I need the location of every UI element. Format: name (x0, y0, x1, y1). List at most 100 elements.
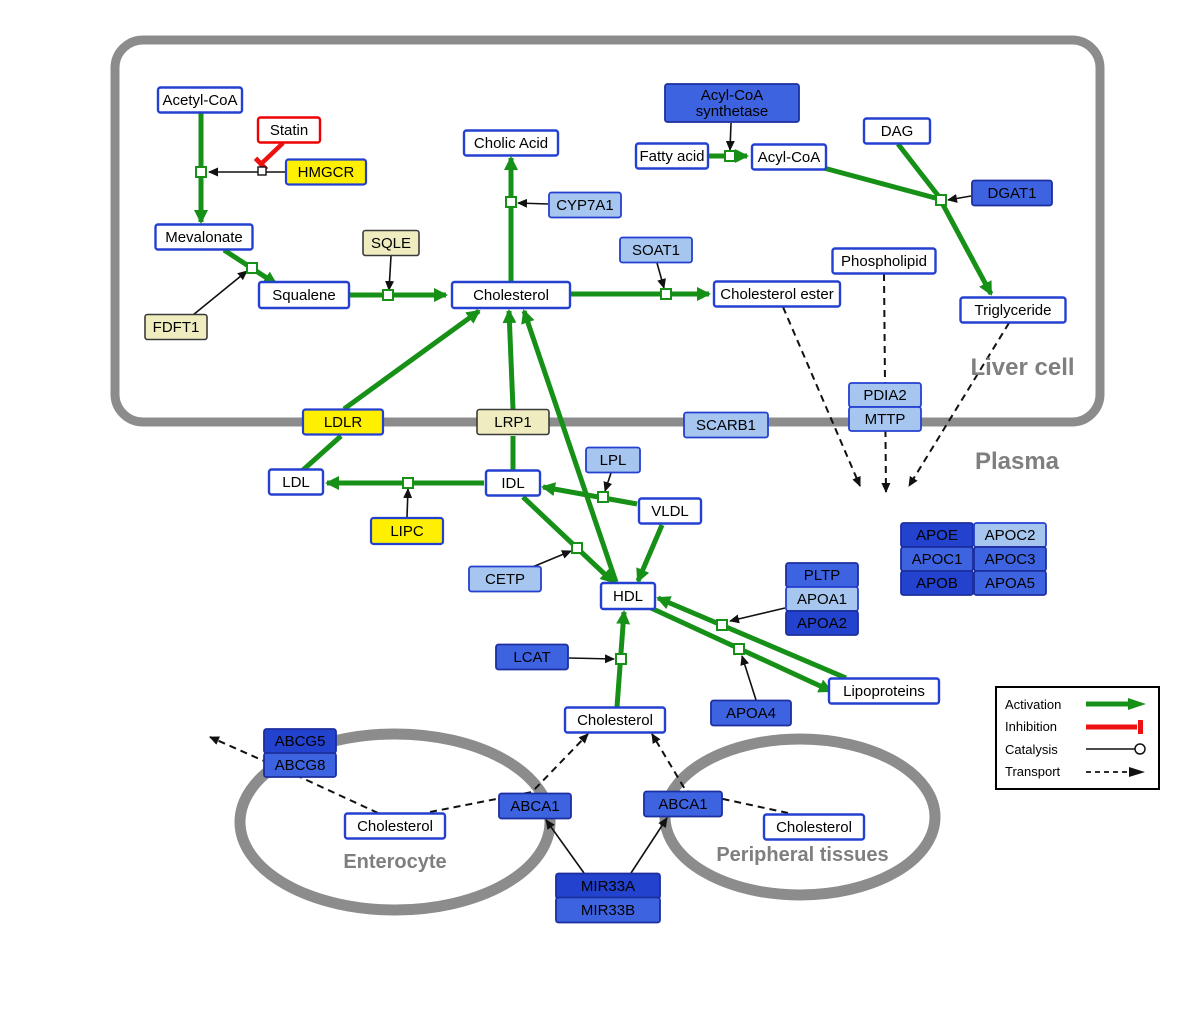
node-cholesterol-plasma[interactable]: Cholesterol (563, 706, 667, 734)
catalysis-edge-9 (529, 550, 572, 569)
node-label: LDLR (324, 414, 363, 431)
node-cholesterol-enterocyte[interactable]: Cholesterol (343, 812, 447, 840)
node-lpl[interactable]: LPL (585, 446, 641, 474)
node-lrp1[interactable]: LRP1 (476, 408, 550, 436)
legend-label-activation: Activation (1005, 696, 1062, 712)
node-apoa1[interactable]: APOA1 (785, 586, 859, 612)
catalysis-circle-icon (1086, 743, 1146, 755)
node-label: SCARB1 (696, 417, 756, 434)
catalysis-edge-2 (385, 255, 395, 291)
reaction-node (246, 262, 258, 274)
node-dgat1[interactable]: DGAT1 (971, 179, 1053, 207)
node-abca1-right[interactable]: ABCA1 (643, 790, 723, 818)
node-apoc2[interactable]: APOC2 (973, 522, 1047, 548)
activation-edge-13 (521, 309, 619, 583)
node-label: Phospholipid (841, 253, 927, 270)
inhibition-tbar-icon (1086, 719, 1143, 734)
reaction-node (724, 150, 736, 162)
catalysis-edge-1 (192, 270, 248, 316)
legend-label-inhibition: Inhibition (1005, 719, 1058, 735)
node-statin[interactable]: Statin (256, 116, 322, 144)
junction-node (257, 166, 267, 176)
node-mttp[interactable]: MTTP (848, 406, 922, 432)
node-cholesterol-peripheral[interactable]: Cholesterol (762, 813, 866, 841)
node-apoe[interactable]: APOE (900, 522, 974, 548)
node-pdia2[interactable]: PDIA2 (848, 382, 922, 408)
node-label: Cholic Acid (474, 135, 548, 152)
node-label: APOA2 (797, 615, 847, 632)
catalysis-edge-5 (725, 122, 735, 151)
node-lipc[interactable]: LIPC (369, 516, 445, 546)
node-label: Fatty acid (639, 148, 704, 165)
node-abca1-left[interactable]: ABCA1 (498, 792, 572, 820)
node-fdft1[interactable]: FDFT1 (144, 313, 208, 341)
node-label: APOA5 (985, 575, 1035, 592)
node-mir33a[interactable]: MIR33A (555, 872, 661, 900)
node-apoa2[interactable]: APOA2 (785, 610, 859, 636)
reaction-node (733, 643, 745, 655)
node-fatty-acid[interactable]: Fatty acid (634, 142, 710, 170)
node-dag[interactable]: DAG (862, 117, 932, 145)
node-label: Cholesterol (776, 819, 852, 836)
transport-edge-5 (651, 733, 789, 814)
node-phospholipid[interactable]: Phospholipid (831, 247, 937, 275)
node-label: DGAT1 (988, 185, 1037, 202)
enterocyte-label: Enterocyte (343, 851, 447, 873)
node-vldl[interactable]: VLDL (637, 497, 703, 525)
activation-edge-9 (301, 434, 343, 472)
node-mir33b[interactable]: MIR33B (555, 896, 661, 924)
node-label: APOA1 (797, 591, 847, 608)
node-label: MIR33B (581, 902, 635, 919)
node-apoa4[interactable]: APOA4 (710, 699, 792, 727)
node-label: Statin (270, 122, 308, 139)
liver-cell-label: Liver cell (970, 354, 1075, 381)
node-label: APOC2 (985, 527, 1036, 544)
node-idl[interactable]: IDL (484, 469, 542, 497)
node-pltp[interactable]: PLTP (785, 562, 859, 588)
node-apoc1[interactable]: APOC1 (900, 546, 974, 572)
node-ldlr[interactable]: LDLR (301, 408, 385, 436)
node-label: IDL (501, 475, 524, 492)
node-acyl-coa[interactable]: Acyl-CoA (750, 143, 828, 171)
node-mevalonate[interactable]: Mevalonate (154, 223, 254, 251)
node-soat1[interactable]: SOAT1 (619, 236, 693, 264)
reaction-node (660, 288, 672, 300)
node-label: Acyl-CoA (701, 87, 764, 104)
catalysis-edge-7 (603, 472, 613, 492)
node-sqle[interactable]: SQLE (362, 229, 420, 257)
node-apoc3[interactable]: APOC3 (973, 546, 1047, 572)
activation-edge-6 (819, 164, 940, 202)
node-cyp7a1[interactable]: CYP7A1 (548, 191, 622, 219)
node-label: APOB (916, 575, 958, 592)
legend-row-inhibition: Inhibition (1005, 719, 1150, 735)
node-cholesterol-ester[interactable]: Cholesterol ester (712, 280, 842, 308)
node-cetp[interactable]: CETP (468, 565, 542, 593)
node-apob[interactable]: APOB (900, 570, 974, 596)
node-abcg8[interactable]: ABCG8 (263, 752, 337, 778)
node-label: PLTP (804, 567, 840, 584)
reaction-node (935, 194, 947, 206)
node-label: Acyl-CoA (758, 149, 821, 166)
node-apoa5[interactable]: APOA5 (973, 570, 1047, 596)
node-lipoproteins[interactable]: Lipoproteins (827, 677, 941, 705)
catalysis-edge-13 (545, 819, 585, 874)
node-label: Acetyl-CoA (162, 92, 237, 109)
node-scarb1[interactable]: SCARB1 (683, 411, 769, 439)
legend-row-transport: Transport (1005, 764, 1150, 780)
node-label: Cholesterol (357, 818, 433, 835)
node-hmgcr[interactable]: HMGCR (284, 158, 368, 186)
node-label: HDL (613, 588, 643, 605)
node-ldl[interactable]: LDL (267, 468, 325, 496)
node-cholesterol-liver[interactable]: Cholesterol (450, 280, 572, 310)
node-lcat[interactable]: LCAT (495, 643, 569, 671)
node-triglyceride[interactable]: Triglyceride (959, 296, 1067, 324)
catalysis-edge-11 (729, 607, 786, 624)
node-hdl[interactable]: HDL (599, 581, 657, 611)
node-squalene[interactable]: Squalene (257, 280, 351, 310)
node-cholic-acid[interactable]: Cholic Acid (462, 129, 560, 157)
node-abcg5[interactable]: ABCG5 (263, 728, 337, 754)
node-acetyl-coa[interactable]: Acetyl-CoA (156, 86, 244, 114)
node-label: Cholesterol (577, 712, 653, 729)
